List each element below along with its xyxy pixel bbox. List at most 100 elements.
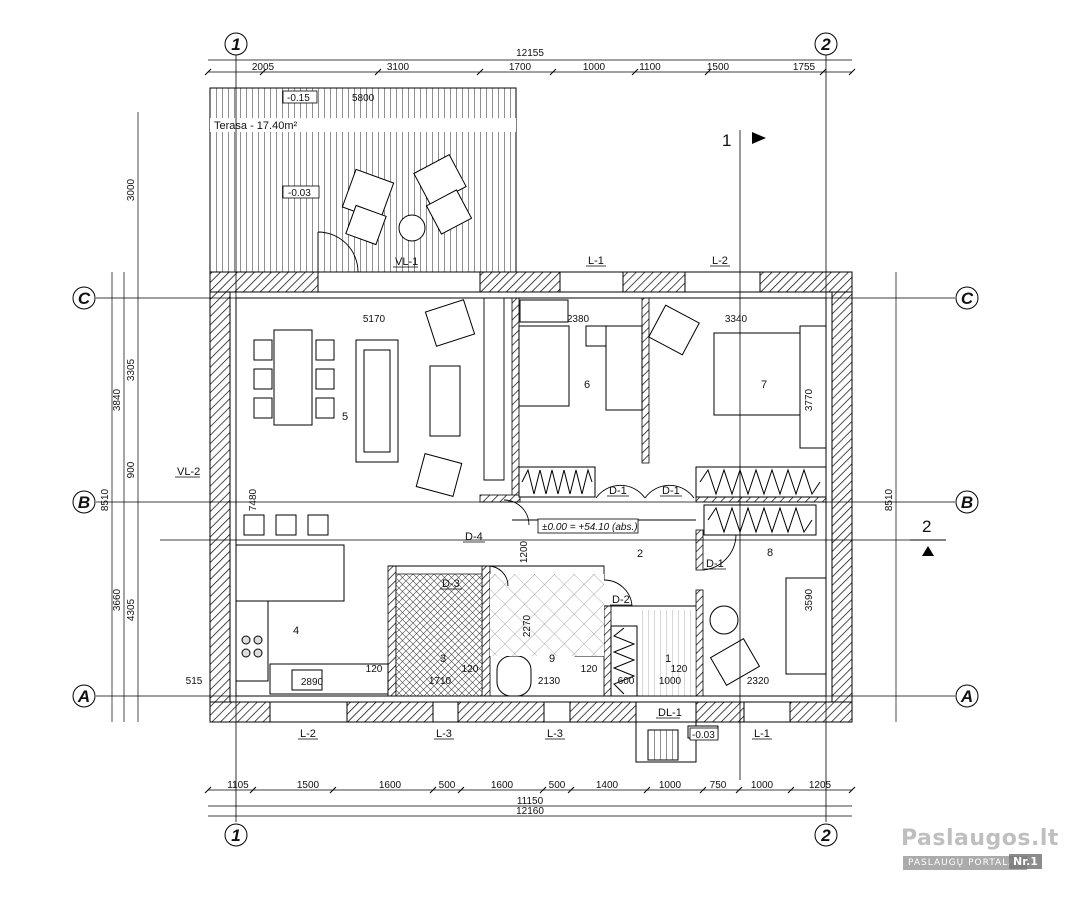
room-7-width: 3340 [725,314,748,325]
left-gap-dim: 900 [126,461,137,478]
top-dim-2: 3100 [387,62,410,73]
bottom-dim-4: 500 [439,780,456,791]
room-2-number: 2 [637,548,643,560]
watermark-badge: Nr.1 [1009,854,1042,869]
bottom-dim-8: 1000 [659,780,682,791]
door-d1-c: D-1 [706,558,724,570]
top-dimensions: 12155 2005 3100 1700 1000 1100 1500 1755 [252,48,816,73]
section-2-label: 2 [922,517,931,536]
left-upper-dim: 3305 [126,358,137,381]
watermark: Paslaugos.lt PASLAUGŲ PORTALAS Nr.1 [901,826,1059,878]
axis-2-bottom: 2 [820,826,831,845]
level-note-frame [537,518,639,534]
wc-width: 600 [618,676,635,687]
section-markers: 1 2 [722,131,946,556]
window-l2-bottom: L-2 [300,728,316,740]
axis-b-left: B [78,493,90,512]
window-l3-a: L-3 [436,728,452,740]
room-1-floor [640,610,696,696]
thickness-120-a: 120 [366,664,383,675]
section-1-label: 1 [722,131,731,150]
room-8-number: 8 [767,547,773,559]
window-vl1: VL-1 [395,256,418,268]
thickness-120-c: 120 [581,664,598,675]
room-9-width: 2130 [538,676,561,687]
axis-lines [96,55,955,822]
bottom-overall-dim: 12160 [516,806,544,817]
entry-level: -0.03 [692,730,715,741]
inner-dimensions: 5170 2380 3340 1710 2130 1000 2320 2890 … [301,314,770,688]
top-dim-7: 1755 [793,62,816,73]
top-dim-3: 1700 [509,62,532,73]
bottom-dim-6: 500 [549,780,566,791]
room-9-height: 2270 [522,614,533,637]
entry-level-frame [689,727,719,741]
left-b-a-dim: 3660 [112,588,123,611]
kitchen-height-dim: 7480 [248,488,259,511]
exterior-walls [209,271,853,723]
window-l1-top: L-1 [588,255,604,267]
opening-tags: VL-1 VL-2 L-1 L-2 L-2 L-3 L-3 L-1 DL-1 D… [175,255,772,740]
top-dim-4: 1000 [583,62,606,73]
room-5-number: 5 [342,411,348,423]
thickness-120-b: 120 [462,664,479,675]
bottom-dim-5: 1600 [491,780,514,791]
window-l3-b: L-3 [547,728,563,740]
corridor-height: 1200 [519,540,530,563]
dimension-lines [111,59,897,817]
top-dim-6: 1500 [707,62,730,73]
terrace: -0.15 5800 Terasa - 17.40m² -0.03 [209,87,517,273]
room-4-number: 4 [293,625,299,637]
door-d2: D-2 [612,594,630,606]
left-offset-dim: 515 [186,676,203,687]
room-5-width: 5170 [363,314,386,325]
door-d1-a: D-1 [609,485,627,497]
axis-1-bottom: 1 [231,826,240,845]
axis-c-right: C [961,289,974,308]
axis-a-left: A [77,687,90,706]
room-3-width: 1710 [429,676,452,687]
bottom-dim-3: 1600 [379,780,402,791]
wardrobes [518,466,827,697]
room-9-number: 9 [549,653,555,665]
terrace-width: 5800 [352,93,375,104]
door-d4: D-4 [465,531,483,543]
bottom-dimensions: 1105 1500 1600 500 1600 500 1400 1000 75… [227,780,831,817]
furniture [235,299,827,697]
top-dim-5: 1100 [639,62,661,73]
right-dimensions: 8510 3770 3590 [804,388,895,611]
room-3-number: 3 [440,653,446,665]
axis-a-right: A [960,687,973,706]
terrace-level: -0.15 [287,93,310,104]
terrace-level-2: -0.03 [288,188,311,199]
room-8-width: 2320 [747,676,770,687]
door-swings [317,231,737,607]
thickness-120-d: 120 [671,664,688,675]
axis-b-right: B [961,493,973,512]
door-d3: D-3 [442,578,460,590]
axis-2-top: 2 [820,35,831,54]
room-1-width: 1000 [659,676,682,687]
kitchen-width: 2890 [301,677,324,688]
bottom-dim-9: 750 [710,780,727,791]
watermark-title: Paslaugos.lt [901,826,1059,851]
axis-c-left: C [78,289,91,308]
watermark-subtitle: PASLAUGŲ PORTALAS [903,856,1028,870]
room-9-floor [490,574,604,656]
bottom-dim-1: 1105 [227,780,249,791]
window-vl2: VL-2 [177,466,200,478]
bottom-dim-11: 1205 [809,780,832,791]
room-7-height-dim: 3770 [804,388,815,411]
top-overall-dim: 12155 [516,48,544,59]
bottom-dim-2: 1500 [297,780,320,791]
door-d1-b: D-1 [662,485,680,497]
left-dimensions: 3000 8510 3840 3305 900 3660 4305 515 74… [100,178,259,687]
top-dim-1: 2005 [252,62,275,73]
left-outer-dim: 8510 [100,488,111,511]
room-1-number: 1 [665,653,671,665]
axis-bubbles [72,32,979,847]
level-note: ±0.00 = +54.10 (abs.) [542,522,638,533]
bottom-dim-7: 1400 [596,780,619,791]
axis-1-top: 1 [231,35,240,54]
